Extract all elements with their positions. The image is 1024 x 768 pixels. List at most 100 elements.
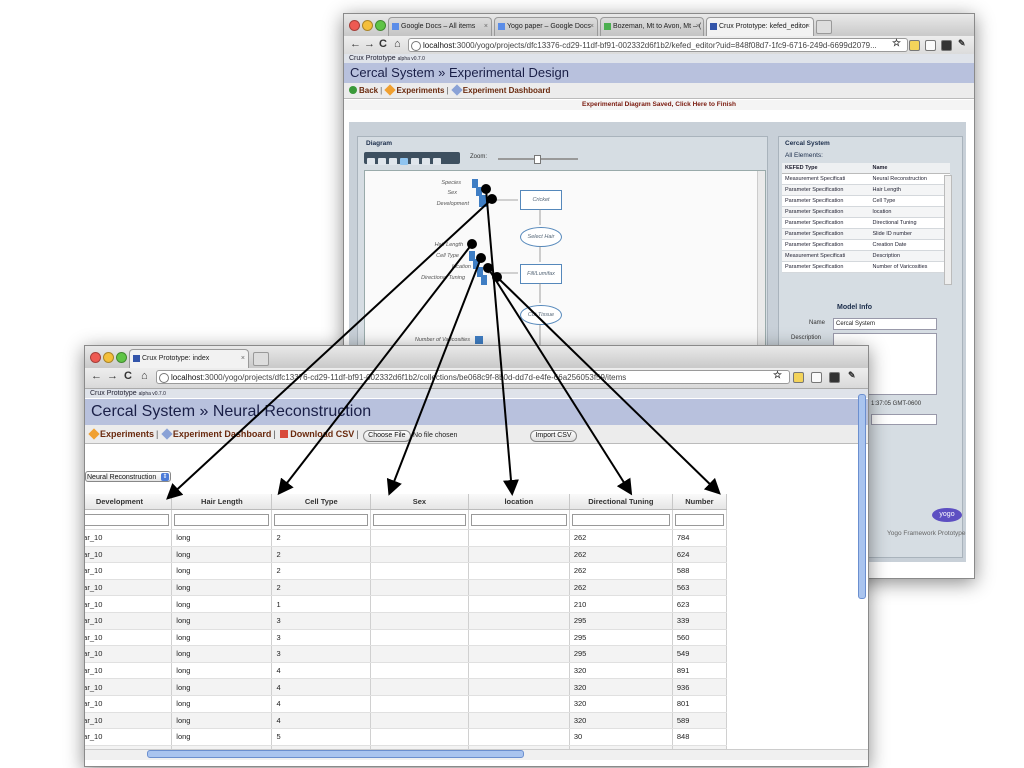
bookmark-star-icon[interactable]: ☆ [892,38,901,49]
horizontal-scrollbar[interactable] [147,750,524,758]
wrench-icon[interactable]: ✎ [958,38,966,48]
table-cell[interactable] [370,662,469,680]
col-header[interactable]: location [468,494,570,510]
table-cell[interactable]: instar_10 [85,678,173,696]
vertical-scrollbar[interactable] [858,394,866,599]
tab-yogo-paper[interactable]: Yogo paper – Google Docs× [494,17,598,36]
table-cell[interactable]: 588 [672,562,728,580]
import-csv-button[interactable]: Import CSV [530,430,577,442]
dashboard-link[interactable]: Experiment Dashboard [462,86,551,95]
home-icon[interactable]: ⌂ [394,38,401,50]
forward-arrow-icon[interactable]: → [107,370,118,382]
table-cell[interactable]: long [171,612,273,630]
extra-field[interactable] [871,414,937,425]
table-cell[interactable]: 339 [672,612,728,630]
minimize-window-button[interactable] [362,20,373,31]
close-tab-icon[interactable]: × [695,23,700,30]
close-tab-icon[interactable]: × [589,23,594,30]
table-cell[interactable] [370,595,469,613]
table-cell[interactable] [370,546,469,564]
close-tab-icon[interactable]: × [805,23,810,30]
tab-kefed-editor[interactable]: Crux Prototype: kefed_editor× [706,17,814,36]
back-arrow-icon[interactable]: ← [91,370,102,382]
table-cell[interactable]: 4 [271,662,372,680]
table-cell[interactable]: 616 [672,745,728,749]
table-cell[interactable]: instar_10 [85,728,173,746]
table-cell[interactable]: long [171,595,273,613]
new-tab-button[interactable] [253,352,269,366]
notes-extension-icon[interactable] [793,372,804,383]
col-header[interactable]: Hair Length [171,494,273,510]
table-cell[interactable]: instar_10 [85,529,173,547]
col-header[interactable]: Sex [370,494,469,510]
line-tool-icon[interactable] [422,158,430,165]
table-cell[interactable]: long [171,579,273,597]
reload-icon[interactable]: C [124,370,132,382]
zoom-window-button[interactable] [375,20,386,31]
param-node-sex[interactable] [476,187,482,196]
table-cell[interactable] [468,712,570,730]
table-cell[interactable]: instar_10 [85,612,173,630]
table-cell[interactable]: instar_10 [85,695,173,713]
table-cell[interactable]: 2 [271,546,372,564]
table-cell[interactable]: 320 [569,662,673,680]
name-field[interactable]: Cercal System [833,318,937,330]
table-cell[interactable] [370,645,469,663]
choose-file-button[interactable]: Choose File [363,430,411,442]
table-cell[interactable]: 210 [569,595,673,613]
table-cell[interactable]: long [171,745,273,749]
table-cell[interactable]: 30 [569,728,673,746]
close-window-button[interactable] [349,20,360,31]
col-kefed-type[interactable]: KEFED Type [782,163,870,174]
table-cell[interactable] [468,629,570,647]
bookmark-star-icon[interactable]: ☆ [773,370,782,381]
table-cell[interactable]: 320 [569,695,673,713]
table-cell[interactable]: instar_10 [85,662,173,680]
table-cell[interactable]: 936 [672,678,728,696]
column-filter-input[interactable] [171,509,273,530]
node-select-hair[interactable]: Select Hair [520,227,562,247]
table-cell[interactable] [468,546,570,564]
table-cell[interactable]: 4 [271,695,372,713]
zoom-slider-handle[interactable] [534,155,541,164]
table-cell[interactable] [370,728,469,746]
table-cell[interactable]: 262 [569,529,673,547]
table-cell[interactable]: 549 [672,645,728,663]
param-tool-icon[interactable] [389,158,397,165]
table-cell[interactable] [468,595,570,613]
table-cell[interactable]: instar_10 [85,629,173,647]
table-cell[interactable]: long [171,562,273,580]
table-cell[interactable] [468,695,570,713]
table-cell[interactable]: long [171,662,273,680]
table-cell[interactable]: 262 [569,579,673,597]
table-cell[interactable]: 295 [569,645,673,663]
column-filter-input[interactable] [672,509,728,530]
rect-tool-icon[interactable] [378,158,386,165]
table-cell[interactable]: long [171,678,273,696]
table-cell[interactable] [468,678,570,696]
col-header[interactable]: Development [85,494,173,510]
minimize-window-button[interactable] [103,352,114,363]
table-cell[interactable] [370,745,469,749]
close-tab-icon[interactable]: × [483,23,488,30]
table-cell[interactable]: 320 [569,712,673,730]
table-cell[interactable]: 563 [672,579,728,597]
table-cell[interactable] [468,728,570,746]
table-cell[interactable]: 2 [271,529,372,547]
table-cell[interactable]: long [171,629,273,647]
wrench-icon[interactable]: ✎ [848,370,856,380]
saved-banner-text[interactable]: Experimental Diagram Saved, Click Here t… [582,101,736,108]
table-cell[interactable]: 1 [271,595,372,613]
table-cell[interactable] [468,745,570,749]
table-cell[interactable] [370,612,469,630]
